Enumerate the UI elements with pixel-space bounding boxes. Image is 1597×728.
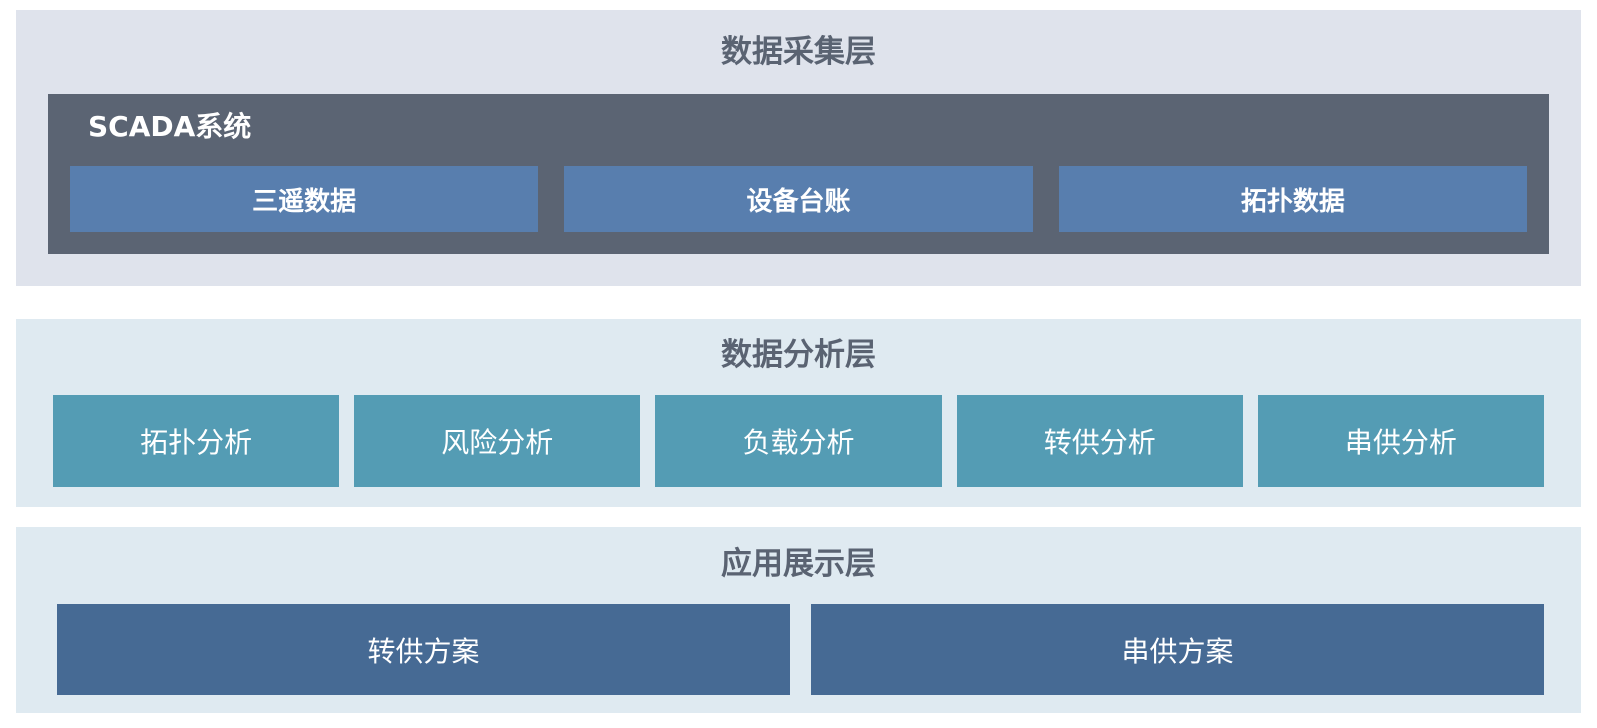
analysis-row: 拓扑分析 风险分析 负载分析 转供分析 串供分析 xyxy=(53,395,1545,487)
application-display-layer: 应用展示层 转供方案 串供方案 xyxy=(16,527,1581,713)
box-telemetry-data: 三遥数据 xyxy=(70,166,539,232)
application-display-layer-title: 应用展示层 xyxy=(721,546,876,582)
application-row: 转供方案 串供方案 xyxy=(57,604,1544,695)
scada-system-label: SCADA系统 xyxy=(88,110,252,143)
data-analysis-layer-title: 数据分析层 xyxy=(721,337,876,373)
box-topology-data: 拓扑数据 xyxy=(1058,166,1527,232)
box-series-supply-analysis: 串供分析 xyxy=(1257,395,1545,487)
box-transfer-supply-plan: 转供方案 xyxy=(57,604,790,695)
data-collection-layer: 数据采集层 SCADA系统 三遥数据 设备台账 拓扑数据 xyxy=(16,10,1581,286)
box-risk-analysis: 风险分析 xyxy=(354,395,641,487)
box-equipment-ledger: 设备台账 xyxy=(564,166,1033,232)
data-collection-layer-title: 数据采集层 xyxy=(721,34,876,70)
scada-data-row: 三遥数据 设备台账 拓扑数据 xyxy=(70,166,1527,232)
box-load-analysis: 负载分析 xyxy=(655,395,942,487)
box-transfer-supply-analysis: 转供分析 xyxy=(956,395,1243,487)
box-series-supply-plan: 串供方案 xyxy=(811,604,1544,695)
scada-system-container: SCADA系统 三遥数据 设备台账 拓扑数据 xyxy=(48,94,1549,254)
data-analysis-layer: 数据分析层 拓扑分析 风险分析 负载分析 转供分析 串供分析 xyxy=(16,319,1581,507)
box-topology-analysis: 拓扑分析 xyxy=(53,395,340,487)
